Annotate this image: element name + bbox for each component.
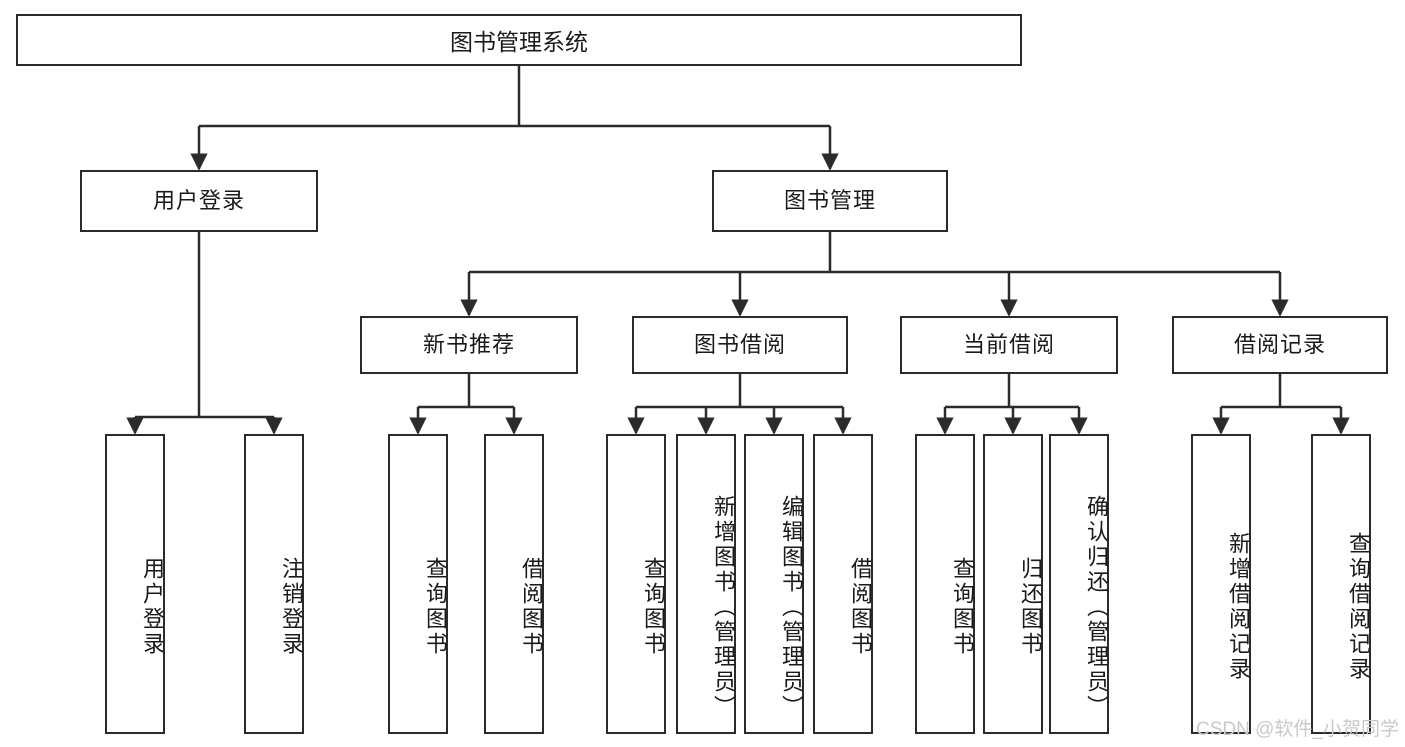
node-leaf-query-book-3-label: 查询图书 <box>950 557 975 657</box>
node-leaf-query-book-3[interactable]: 查询图书 <box>915 434 975 734</box>
node-leaf-add-book-label: 新增图书（管理员） <box>711 494 736 720</box>
node-leaf-borrow-book-2[interactable]: 借阅图书 <box>813 434 873 734</box>
node-leaf-borrow-book-2-label: 借阅图书 <box>848 557 873 657</box>
node-root-label: 图书管理系统 <box>450 29 588 55</box>
node-leaf-return-book-label: 归还图书 <box>1018 557 1043 657</box>
node-leaf-user-login[interactable]: 用户登录 <box>105 434 165 734</box>
node-leaf-query-record-label: 查询借阅记录 <box>1346 532 1371 682</box>
node-leaf-logout-login-label: 注销登录 <box>279 557 304 657</box>
node-borrow-record-label: 借阅记录 <box>1233 331 1326 357</box>
node-leaf-edit-book[interactable]: 编辑图书（管理员） <box>744 434 804 734</box>
node-leaf-query-record[interactable]: 查询借阅记录 <box>1311 434 1371 734</box>
node-root[interactable]: 图书管理系统 <box>16 14 1022 66</box>
node-leaf-borrow-book-1-label: 借阅图书 <box>519 557 544 657</box>
node-leaf-confirm-return-label: 确认归还（管理员） <box>1084 494 1109 720</box>
node-leaf-add-record[interactable]: 新增借阅记录 <box>1191 434 1251 734</box>
node-book-borrow[interactable]: 图书借阅 <box>632 316 848 374</box>
node-leaf-user-login-label: 用户登录 <box>140 557 165 657</box>
node-current-borrow-label: 当前借阅 <box>962 331 1055 357</box>
node-leaf-query-book-1-label: 查询图书 <box>423 557 448 657</box>
node-user-login[interactable]: 用户登录 <box>80 170 318 232</box>
node-new-book-recommend-label: 新书推荐 <box>422 331 515 357</box>
node-leaf-add-book[interactable]: 新增图书（管理员） <box>676 434 736 734</box>
node-leaf-confirm-return[interactable]: 确认归还（管理员） <box>1049 434 1109 734</box>
csdn-watermark: CSDN @软件_小贺同学 <box>1196 719 1399 740</box>
node-book-manage-label: 图书管理 <box>783 187 876 213</box>
node-leaf-query-book-2-label: 查询图书 <box>641 557 666 657</box>
node-new-book-recommend[interactable]: 新书推荐 <box>360 316 578 374</box>
node-borrow-record[interactable]: 借阅记录 <box>1172 316 1388 374</box>
node-leaf-edit-book-label: 编辑图书（管理员） <box>779 494 804 720</box>
node-book-manage[interactable]: 图书管理 <box>712 170 948 232</box>
node-leaf-logout-login[interactable]: 注销登录 <box>244 434 304 734</box>
node-user-login-label: 用户登录 <box>152 187 245 213</box>
node-leaf-borrow-book-1[interactable]: 借阅图书 <box>484 434 544 734</box>
node-current-borrow[interactable]: 当前借阅 <box>900 316 1118 374</box>
node-leaf-return-book[interactable]: 归还图书 <box>983 434 1043 734</box>
node-leaf-query-book-1[interactable]: 查询图书 <box>388 434 448 734</box>
node-leaf-query-book-2[interactable]: 查询图书 <box>606 434 666 734</box>
node-book-borrow-label: 图书借阅 <box>693 331 786 357</box>
node-leaf-add-record-label: 新增借阅记录 <box>1226 532 1251 682</box>
